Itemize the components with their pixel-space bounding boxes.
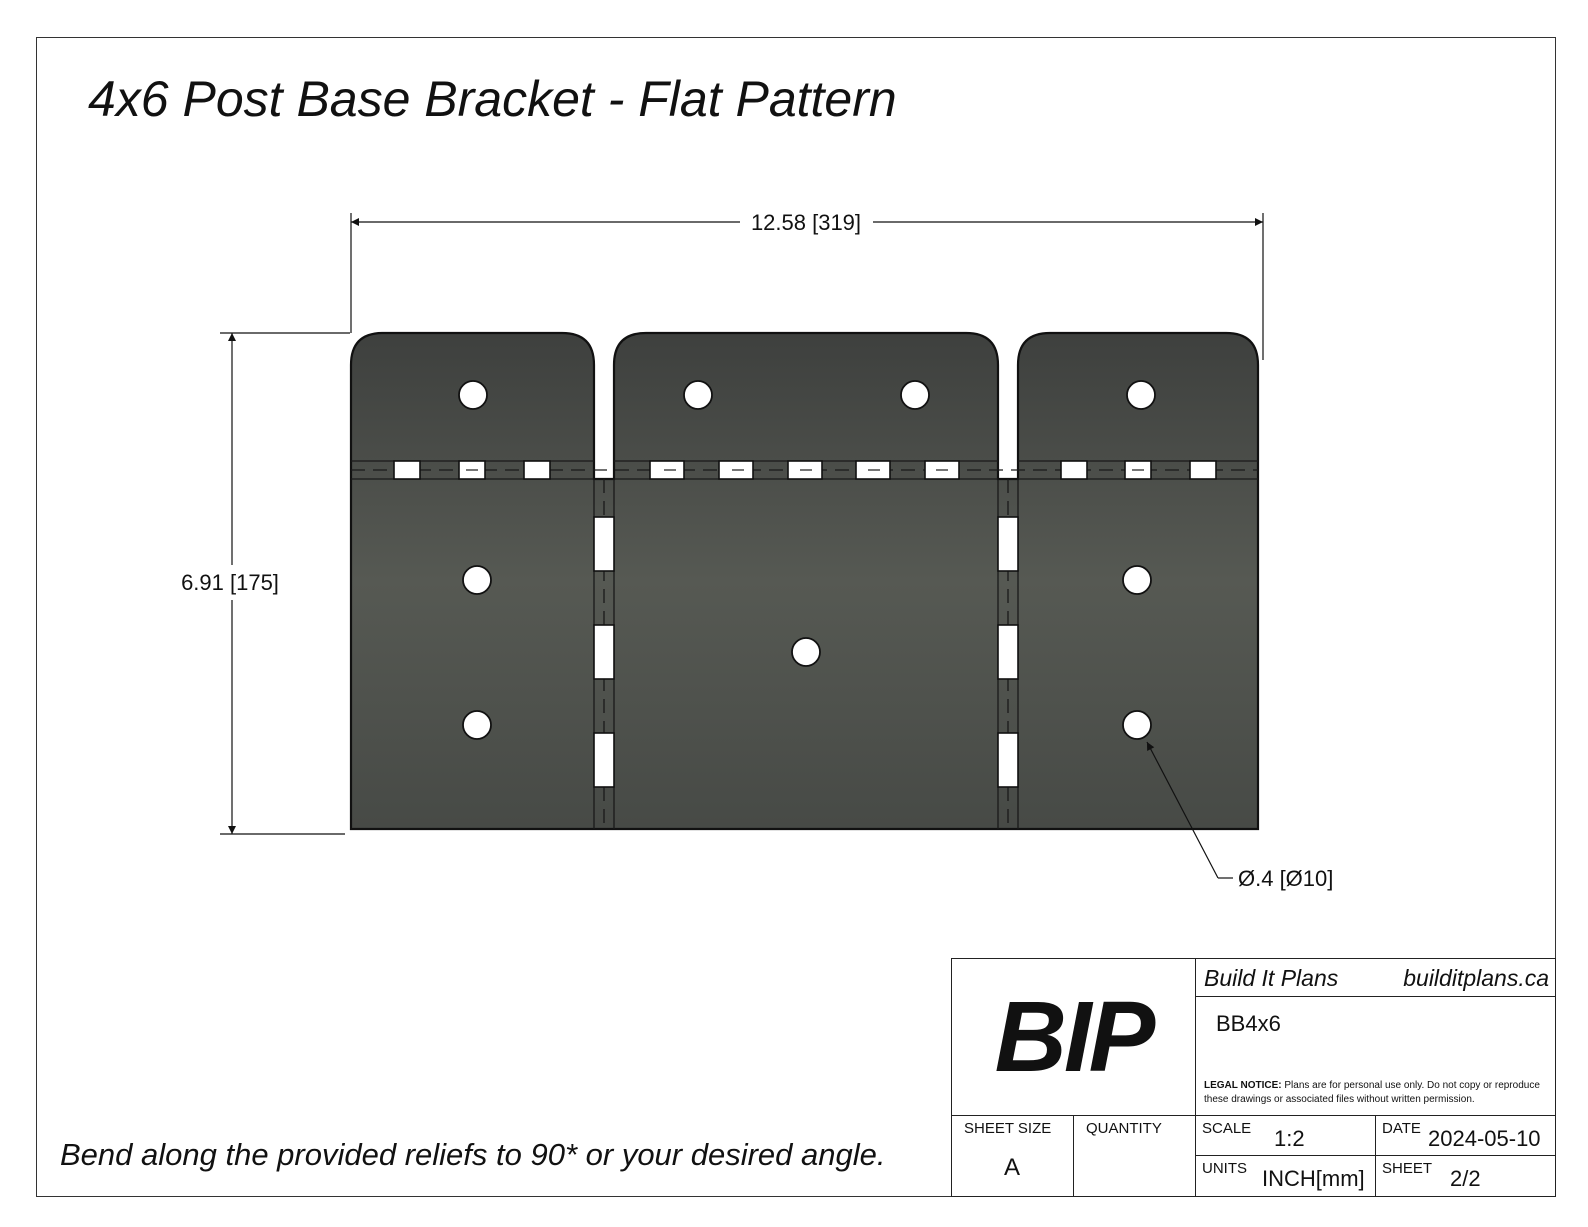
part-number: BB4x6 (1216, 1011, 1281, 1036)
hole (462, 710, 492, 740)
date-value: 2024-05-10 (1428, 1126, 1541, 1151)
width-dimension-label: 12.58 [319] (751, 210, 861, 235)
company-name: Build It Plans (1204, 965, 1339, 991)
height-dimension-label: 6.91 [175] (181, 570, 279, 595)
quantity-label: QUANTITY (1086, 1120, 1162, 1137)
hole-callout-leader (1146, 741, 1233, 879)
hole (683, 380, 713, 410)
bracket-outline (349, 331, 1260, 831)
units-label: UNITS (1202, 1160, 1247, 1177)
logo-cell: BIP (952, 959, 1196, 1116)
relief-slot (1189, 460, 1217, 480)
legal-notice: LEGAL NOTICE: Plans are for personal use… (1204, 1079, 1554, 1107)
sheet-cell: SHEET 2/2 (1376, 1156, 1555, 1196)
hole-diameter-label: Ø.4 [Ø10] (1238, 866, 1333, 891)
date-label: DATE (1382, 1120, 1421, 1137)
legal-notice-label: LEGAL NOTICE: (1204, 1080, 1282, 1091)
sheet-size-value: A (1003, 1154, 1020, 1181)
date-cell: DATE 2024-05-10 (1376, 1116, 1555, 1156)
bip-logo: BIP (994, 980, 1156, 1093)
scale-value: 1:2 (1274, 1126, 1305, 1151)
scale-label: SCALE (1202, 1120, 1252, 1137)
relief-slot (393, 460, 421, 480)
hole (1126, 380, 1156, 410)
quantity-cell: QUANTITY (1074, 1116, 1196, 1196)
company-website: builditplans.ca (1403, 965, 1549, 991)
hole (1122, 565, 1152, 595)
hole (1122, 710, 1152, 740)
hole (900, 380, 930, 410)
sheet-size-cell: SHEET SIZE A (952, 1116, 1074, 1196)
hole (462, 565, 492, 595)
sheet-label: SHEET (1382, 1160, 1433, 1177)
scale-cell: SCALE 1:2 (1196, 1116, 1376, 1156)
relief-slot (523, 460, 551, 480)
width-dimension (350, 213, 1264, 360)
title-block: BIP Build It Plans builditplans.ca BB4x6… (951, 958, 1556, 1197)
part-cell: BB4x6 LEGAL NOTICE: Plans are for person… (1196, 997, 1555, 1116)
relief-slot (997, 516, 1019, 572)
units-value: INCH[mm] (1262, 1166, 1365, 1191)
relief-slot (593, 624, 615, 680)
bend-instruction-note: Bend along the provided reliefs to 90* o… (60, 1137, 886, 1172)
relief-slot (997, 624, 1019, 680)
sheet-size-label: SHEET SIZE (964, 1120, 1052, 1137)
legal-notice-text: Plans are for personal use only. Do not … (1204, 1080, 1540, 1105)
relief-slot (997, 732, 1019, 788)
company-cell: Build It Plans builditplans.ca (1196, 959, 1555, 997)
relief-slot (593, 732, 615, 788)
drawing-title: 4x6 Post Base Bracket - Flat Pattern (88, 71, 897, 127)
relief-slot (593, 516, 615, 572)
height-dimension (220, 332, 350, 835)
sheet-value: 2/2 (1450, 1166, 1481, 1191)
units-cell: UNITS INCH[mm] (1196, 1156, 1376, 1196)
relief-slot (1060, 460, 1088, 480)
mounting-holes (458, 380, 1156, 740)
drawing-border (36, 37, 1556, 1197)
hole (458, 380, 488, 410)
vertical-relief-slots (593, 516, 1019, 788)
hole (791, 637, 821, 667)
